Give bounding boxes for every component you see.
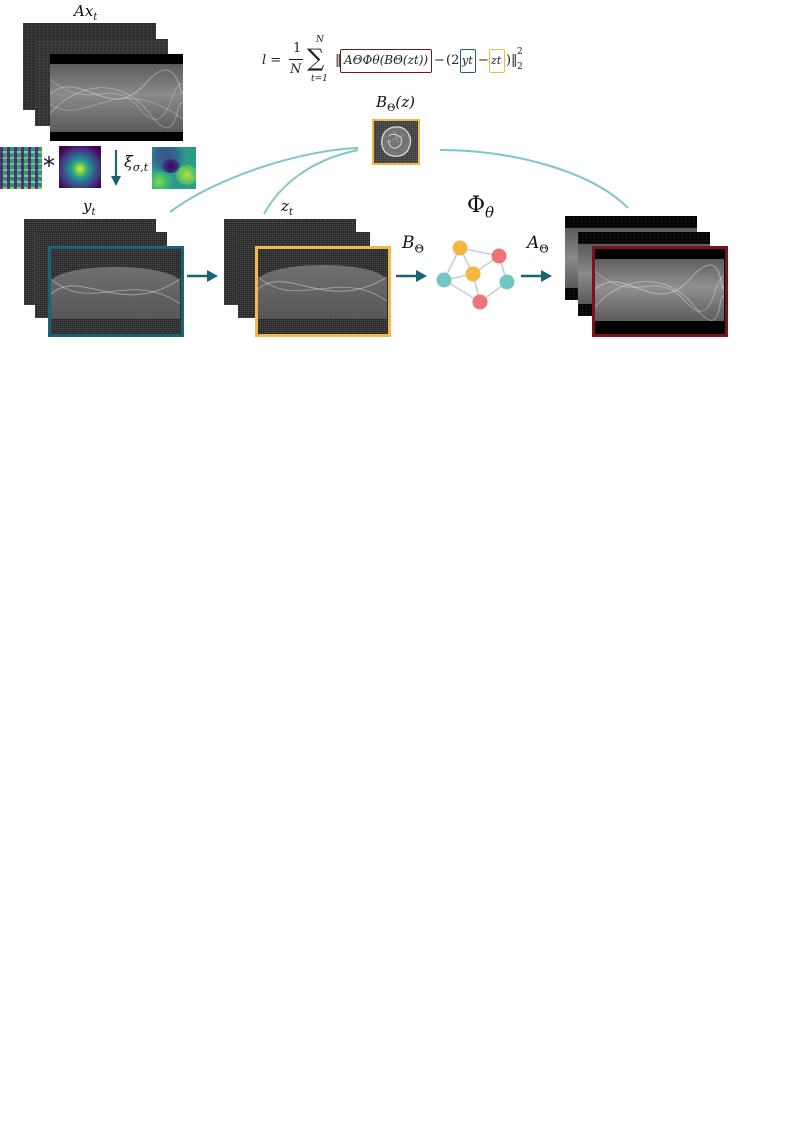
phi-theta-label: Φθ [467, 193, 495, 222]
formula-frac-bar [289, 59, 303, 60]
formula-subscript: 2 [517, 62, 523, 72]
y-t-label: yt [83, 197, 96, 218]
network-node [491, 248, 507, 264]
formula-paren-open: (2 [446, 53, 460, 68]
y-t-sinogram-waves [51, 278, 180, 305]
network-node [465, 266, 481, 282]
formula-z-box: zt [489, 49, 505, 73]
formula-y-term: yt [462, 54, 473, 67]
formula-sum-top: N [316, 35, 324, 45]
b-theta-z-label: BΘ(z) [376, 93, 415, 114]
network-graph [436, 240, 515, 310]
z-t-sinogram-waves [258, 276, 387, 302]
formula-prediction-term: AΘΦθ(BΘ(zt)) [344, 53, 429, 67]
arrow-right-icon [521, 270, 552, 282]
formula-lhs: l = [262, 53, 282, 68]
b-theta-operator-label: BΘ [402, 233, 424, 256]
gaussian-kernel-thumbnail [59, 146, 101, 188]
network-node [472, 294, 488, 310]
output-sinogram-front [592, 246, 728, 337]
arrow-right-icon [187, 270, 218, 282]
output-sinogram-waves [595, 264, 724, 321]
connector-left-inner [263, 149, 359, 215]
connector-left-outer [169, 147, 359, 213]
y-t-sinogram-front [48, 246, 184, 337]
formula-minus-1: − [434, 53, 445, 68]
ax-t-label: Axt [74, 2, 98, 23]
xi-label: ξσ,t [124, 152, 149, 175]
ax-t-sinogram-waves [50, 69, 183, 129]
ax-t-sinogram-front [50, 54, 183, 141]
convolve-symbol: * [43, 152, 55, 180]
a-theta-operator-label: AΘ [527, 233, 549, 256]
formula-paren-close: ) [506, 53, 512, 68]
formula-z-term: zt [491, 54, 502, 67]
formula-sum-bottom: t=1 [311, 74, 328, 84]
formula-frac-den: N [290, 62, 302, 77]
formula-minus-2: − [478, 53, 489, 68]
reconstruction-blob [381, 126, 412, 157]
network-node [499, 274, 515, 290]
connector-curves [169, 147, 629, 215]
reconstruction-thumbnail [372, 119, 420, 165]
loss-formula: l = 1 N N ∑ t=1 ‖ AΘΦθ(BΘ(zt)) − (2 yt −… [262, 35, 562, 88]
formula-norm-close: ‖ [511, 53, 518, 68]
z-t-sinogram-front [255, 246, 391, 337]
noise-thumbnail [0, 147, 42, 189]
formula-power: 2 [517, 47, 523, 57]
down-arrow-icon [111, 150, 121, 186]
formula-frac-num: 1 [293, 41, 302, 56]
formula-prediction-box: AΘΦθ(BΘ(zt)) [340, 49, 432, 73]
connector-right [439, 149, 629, 209]
network-node [452, 240, 468, 256]
formula-norm-open: ‖ [335, 53, 342, 68]
formula-y-box: yt [460, 49, 476, 73]
xi-field-thumbnail [152, 147, 196, 189]
z-t-label: zt [281, 197, 294, 218]
formula-sum-symbol: ∑ [307, 44, 325, 72]
network-node [436, 272, 452, 288]
arrow-right-icon [396, 270, 427, 282]
